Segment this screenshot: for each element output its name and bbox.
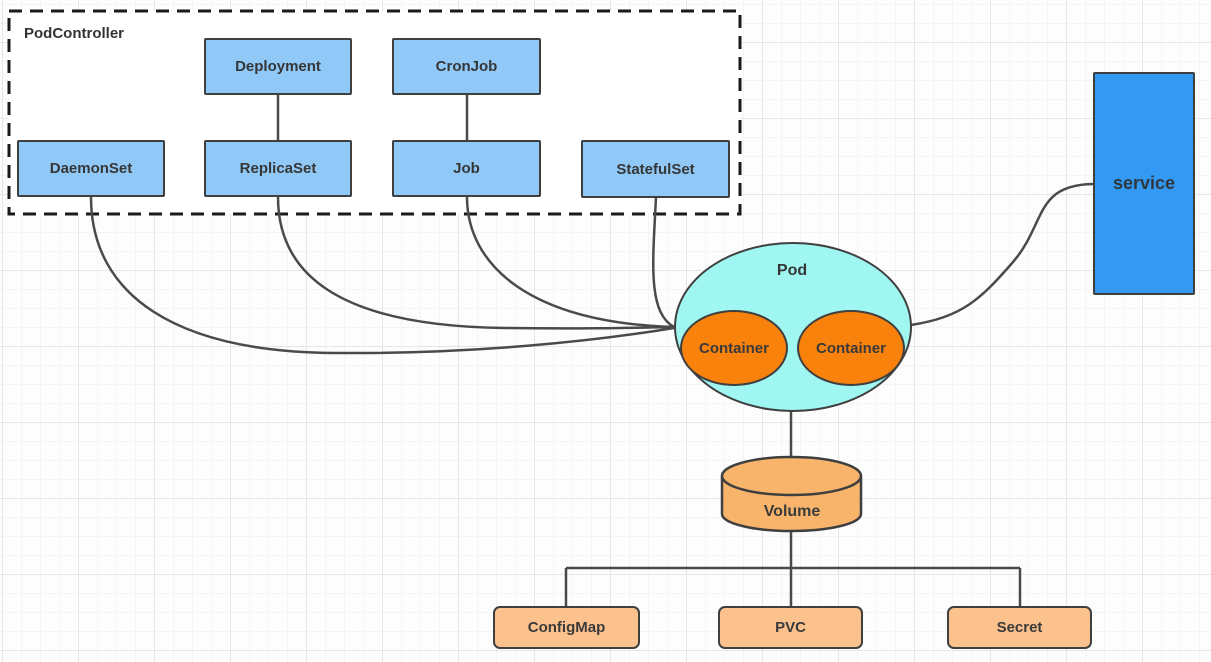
node-statefulset: StatefulSet xyxy=(581,140,730,198)
cronjob-label: CronJob xyxy=(435,58,498,75)
pod-controller-group-label: PodController xyxy=(24,25,124,42)
node-configmap: ConfigMap xyxy=(493,606,640,649)
node-pvc: PVC xyxy=(718,606,863,649)
node-job: Job xyxy=(392,140,541,197)
pvc-label: PVC xyxy=(775,619,806,636)
edge-pod-service xyxy=(910,182,1094,327)
node-container-1: Container xyxy=(680,310,788,386)
edge-daemonset-pod xyxy=(89,196,675,355)
configmap-label: ConfigMap xyxy=(527,619,606,636)
volume-cylinder xyxy=(720,455,863,533)
node-cronjob: CronJob xyxy=(392,38,541,95)
edge-replicaset-pod xyxy=(276,196,675,330)
secret-label: Secret xyxy=(996,619,1043,636)
node-container-2: Container xyxy=(797,310,905,386)
node-replicaset: ReplicaSet xyxy=(204,140,352,197)
replicaset-label: ReplicaSet xyxy=(239,160,317,177)
daemonset-label: DaemonSet xyxy=(49,160,133,177)
volume-label: Volume xyxy=(763,503,821,520)
node-daemonset: DaemonSet xyxy=(17,140,165,197)
node-secret: Secret xyxy=(947,606,1092,649)
node-service: service xyxy=(1093,72,1195,295)
edge-job-pod xyxy=(465,196,675,329)
service-label: service xyxy=(1112,173,1176,193)
container-2-label: Container xyxy=(815,339,886,357)
statefulset-label: StatefulSet xyxy=(616,160,695,178)
node-deployment: Deployment xyxy=(204,38,352,95)
pod-label: Pod xyxy=(776,262,808,279)
container-1-label: Container xyxy=(698,339,769,357)
job-label: Job xyxy=(453,160,480,177)
edge-statefulset-pod xyxy=(652,196,675,329)
deployment-label: Deployment xyxy=(235,58,321,75)
